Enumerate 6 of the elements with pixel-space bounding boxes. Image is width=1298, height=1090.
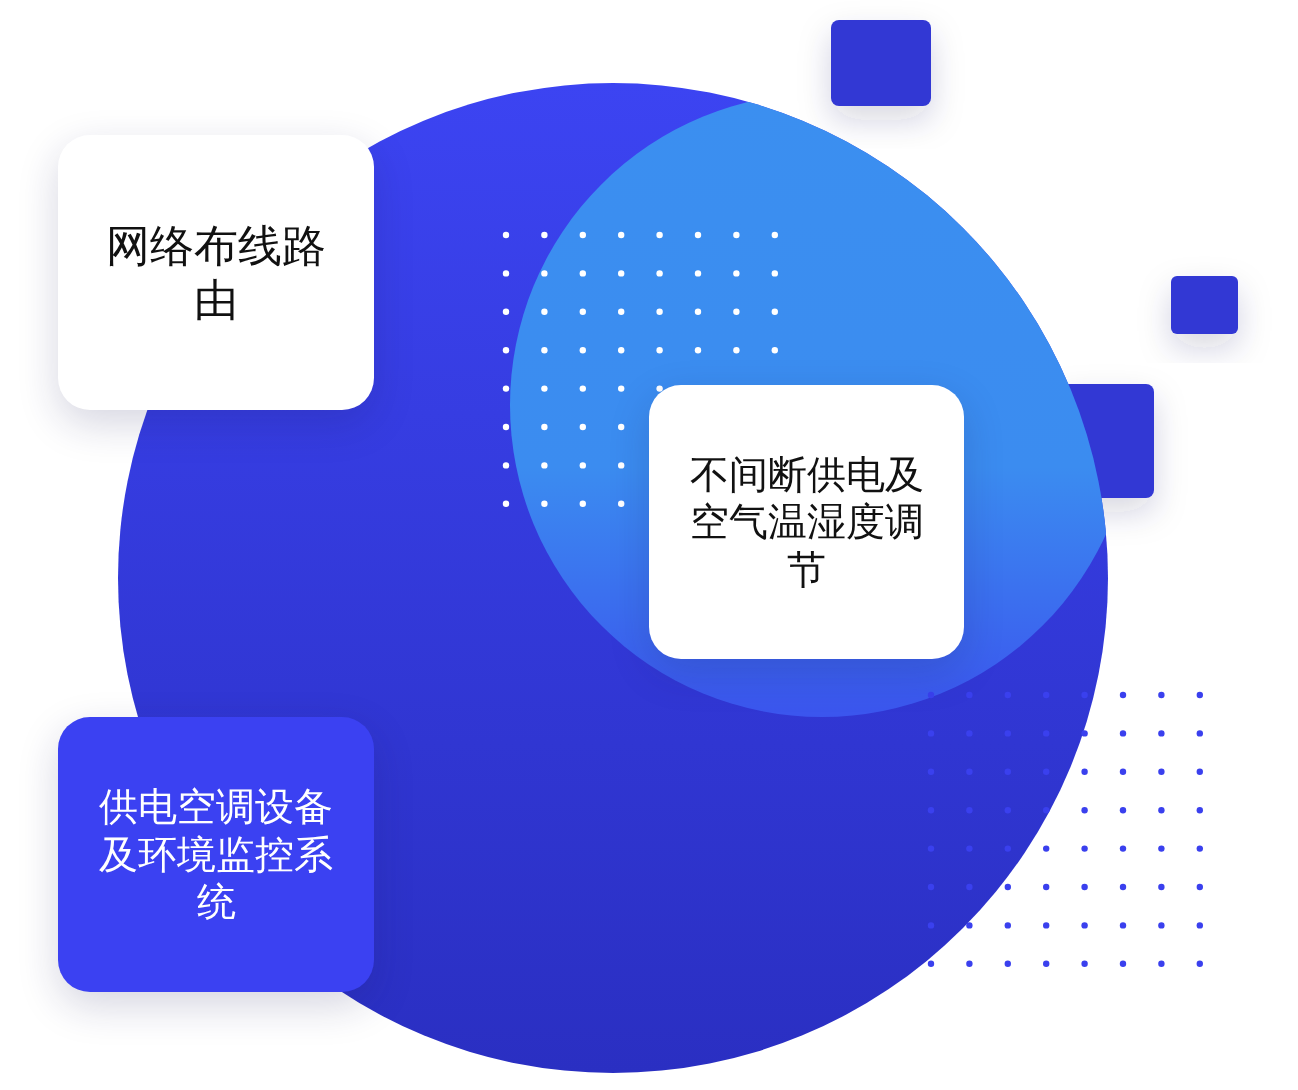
card-text: 不间断供电及空气温湿度调节 <box>688 450 925 594</box>
card-text: 供电空调设备及环境监控系统 <box>98 783 334 926</box>
card-text: 网络布线路由 <box>105 218 327 327</box>
text-card <box>58 717 374 992</box>
text-card <box>649 385 964 659</box>
text-card <box>58 135 374 410</box>
